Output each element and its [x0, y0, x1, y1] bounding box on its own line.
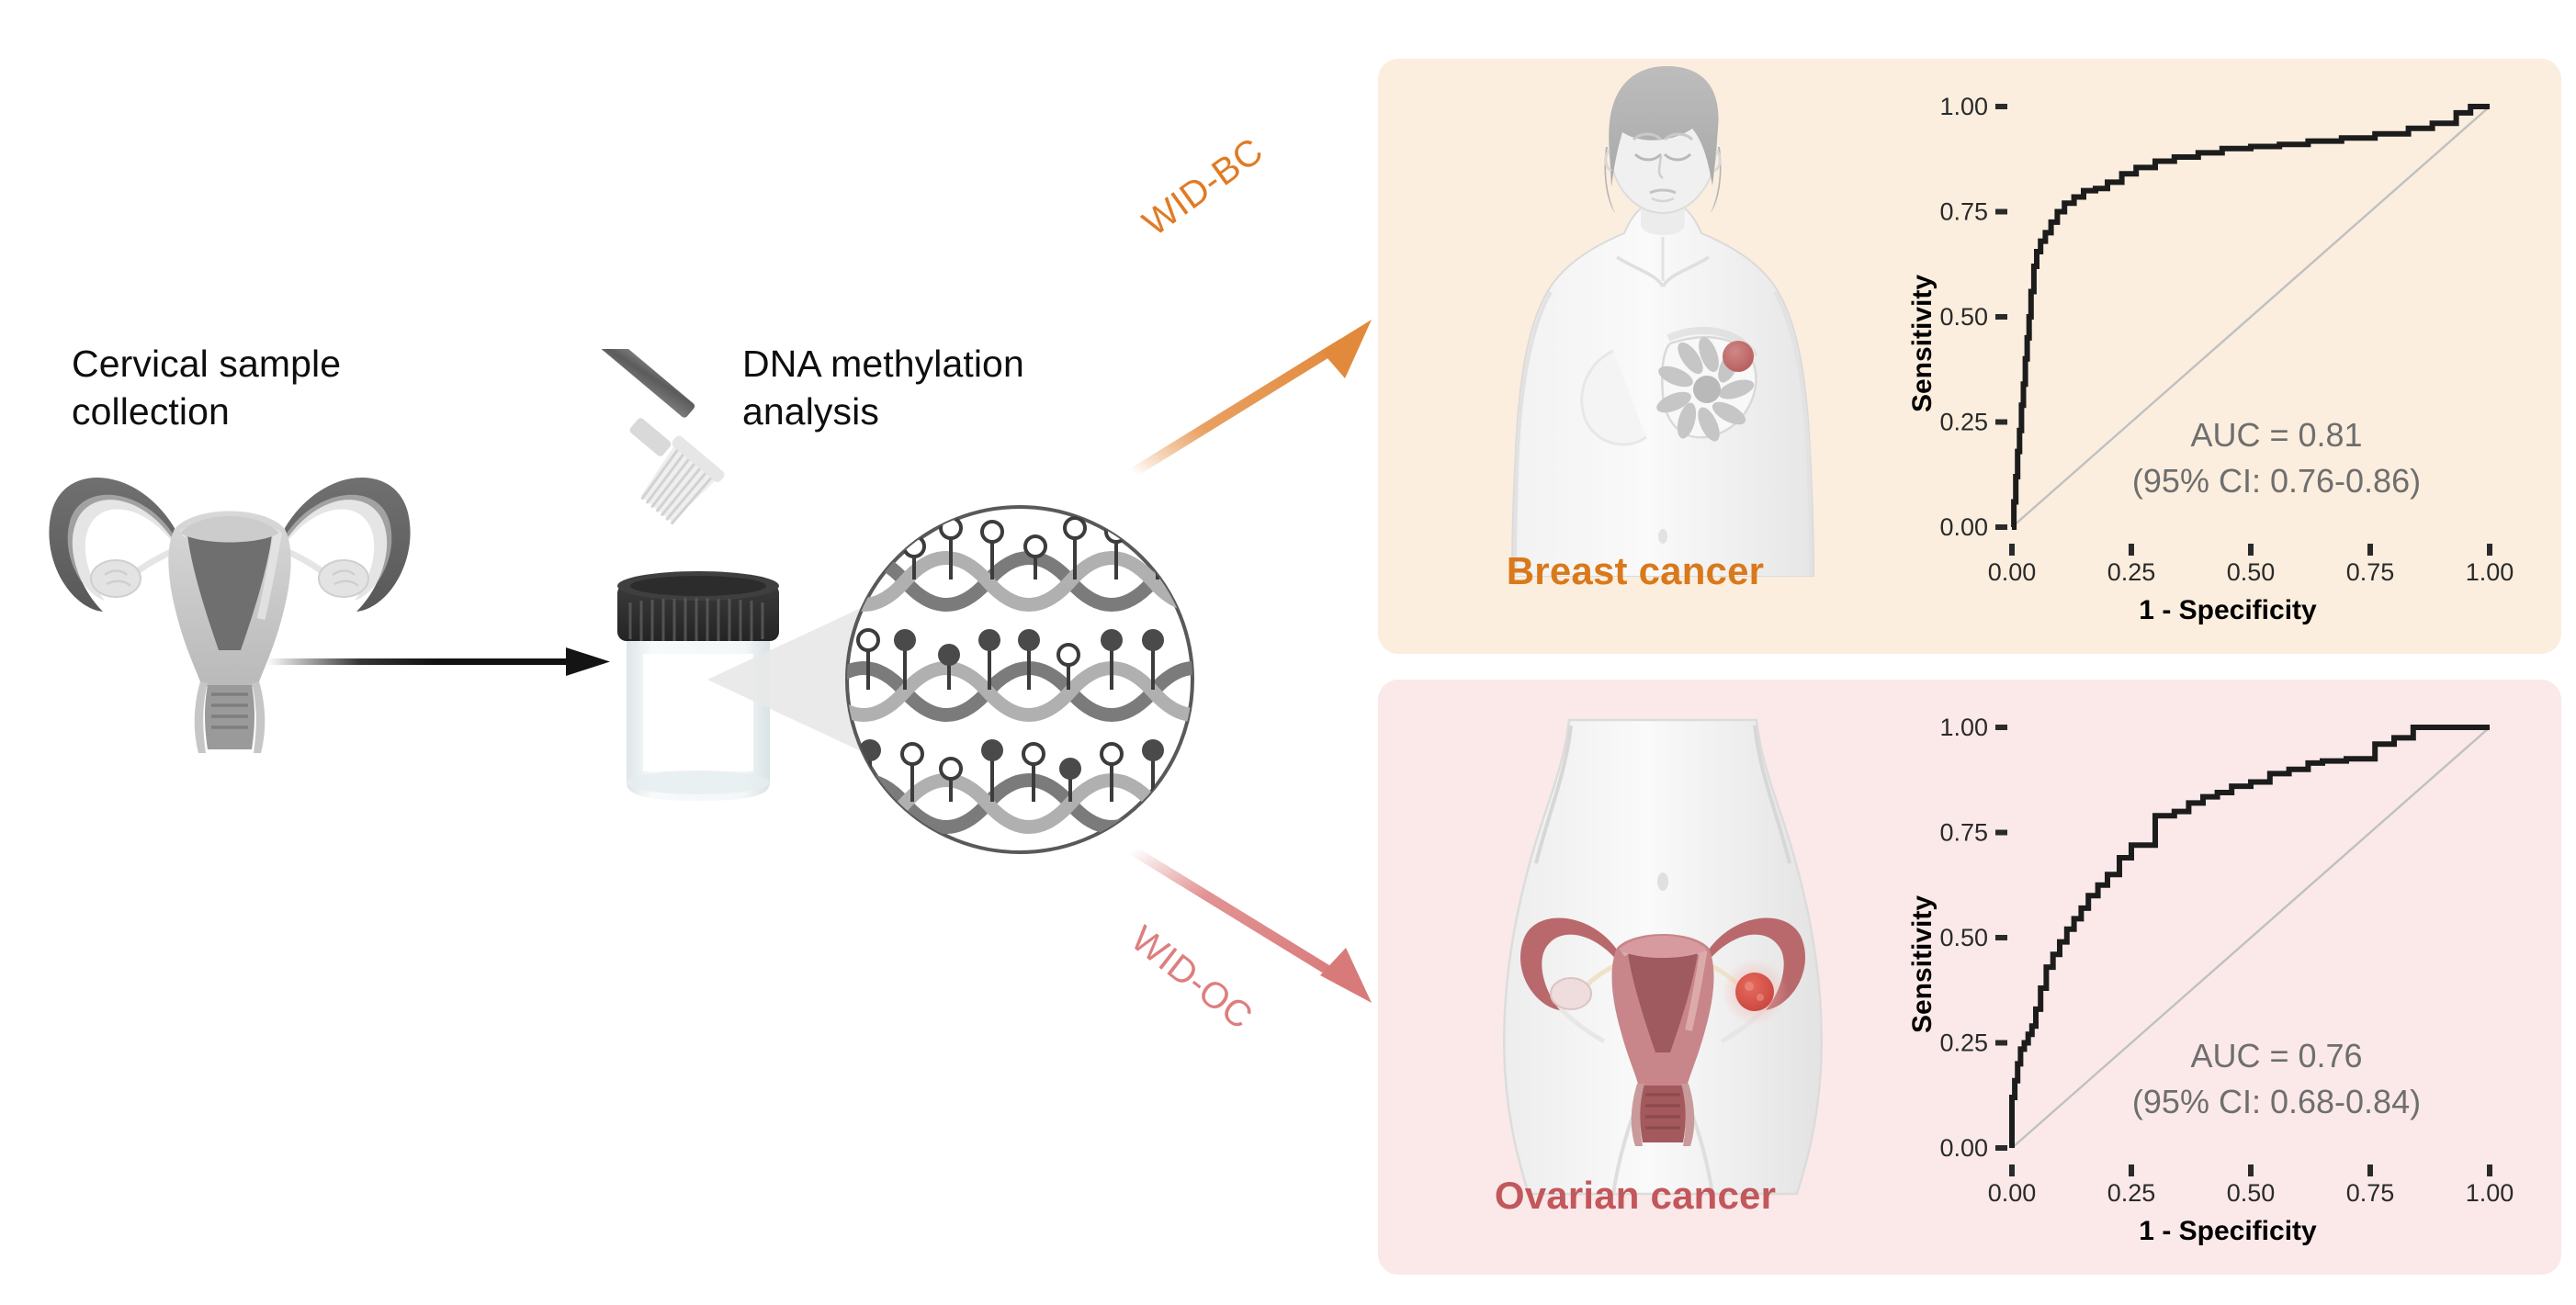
- dna-methylation-icon: [841, 501, 1199, 859]
- wid-bc-label: WID-BC: [1135, 130, 1271, 244]
- roc-xtick-mark: [2009, 544, 2015, 556]
- roc-curve-line: [2011, 104, 2490, 530]
- uterus-icon: [37, 441, 423, 753]
- roc-ci-annotation-oc: (95% CI: 0.68-0.84): [2132, 1083, 2421, 1120]
- roc-ytick-mark: [1995, 935, 2007, 940]
- step-label-dna-methylation-analysis: DNA methylation analysis: [742, 343, 1024, 433]
- roc-ytick-mark: [1995, 419, 2007, 425]
- roc-xtick-mark: [2129, 544, 2134, 556]
- roc-ytick-bc-3: 0.75: [1939, 198, 1988, 226]
- roc-auc-annotation-bc: AUC = 0.81: [2190, 416, 2362, 454]
- wid-bc-arrow-icon: [1125, 303, 1401, 478]
- roc-ytick-mark: [1995, 208, 2007, 215]
- roc-xtick-mark: [2009, 1164, 2015, 1176]
- roc-xtick-mark: [2129, 1164, 2134, 1176]
- roc-xtick-mark: [2367, 1164, 2373, 1176]
- roc-auc-annotation-oc: AUC = 0.76: [2190, 1037, 2362, 1074]
- roc-ylabel-bc: Sensitivity: [1907, 275, 1938, 412]
- roc-ytick-mark: [1995, 314, 2007, 320]
- roc-ytick-bc-0: 0.00: [1939, 513, 1988, 541]
- female-torso-breast-tumor-illustration: [1433, 62, 1892, 578]
- roc-ytick-oc-2: 0.50: [1939, 924, 1988, 951]
- roc-ytick-mark: [1995, 1145, 2007, 1151]
- roc-xtick-mark: [2487, 1164, 2492, 1176]
- arrow-right-icon: [266, 643, 625, 680]
- roc-xtick-bc-2: 0.50: [2227, 558, 2276, 586]
- roc-xtick-oc-3: 0.75: [2346, 1179, 2395, 1207]
- roc-chart-ovarian-cancer: 0.00 0.25 0.50 0.75 1.00 0.00 0.25 0.50 0.75 1.0…: [1892, 689, 2536, 1258]
- roc-ytick-mark: [1995, 524, 2007, 530]
- panel-ovarian-cancer: Ovarian cancer 0.00 0.25 0.50 0.75 1.00 0.00…: [1378, 680, 2561, 1275]
- roc-xtick-bc-3: 0.75: [2346, 558, 2395, 586]
- roc-ytick-mark: [1995, 829, 2007, 836]
- workflow-diagram: Cervical sample collection DNA methylati…: [37, 130, 1372, 1038]
- wid-oc-arrow-icon: [1125, 845, 1401, 1019]
- roc-xtick-mark: [2248, 544, 2254, 556]
- panel-title-breast-cancer: Breast cancer: [1506, 549, 1765, 592]
- roc-xtick-oc-0: 0.00: [1988, 1179, 2037, 1207]
- roc-xtick-bc-1: 0.25: [2107, 558, 2156, 586]
- roc-ytick-bc-1: 0.25: [1939, 409, 1988, 436]
- roc-xtick-mark: [2487, 544, 2492, 556]
- roc-chart-breast-cancer: 0.00 0.25 0.50 0.75 1.00 0.00 0.25 0.50 0.75 1.0…: [1892, 68, 2536, 637]
- roc-xtick-bc-0: 0.00: [1988, 558, 2037, 586]
- step-label-cervical-sample-collection: Cervical sample collection: [72, 343, 342, 433]
- female-pelvis-ovarian-tumor-illustration: [1433, 683, 1892, 1198]
- roc-ytick-mark: [1995, 725, 2007, 730]
- roc-ytick-mark: [1995, 104, 2007, 109]
- roc-xtick-oc-4: 1.00: [2466, 1179, 2514, 1207]
- roc-xlabel-oc: 1 - Specificity: [2139, 1216, 2317, 1246]
- roc-ytick-oc-3: 0.75: [1939, 819, 1988, 847]
- roc-xtick-oc-2: 0.50: [2227, 1179, 2276, 1207]
- roc-ylabel-oc: Sensitivity: [1907, 895, 1938, 1033]
- roc-ytick-oc-0: 0.00: [1939, 1134, 1988, 1162]
- cervical-swab-icon: [579, 318, 845, 551]
- roc-ytick-oc-1: 0.25: [1939, 1029, 1988, 1057]
- tumor-marker: [1723, 341, 1754, 372]
- roc-xlabel-bc: 1 - Specificity: [2139, 595, 2317, 625]
- roc-chance-line: [2011, 726, 2491, 1149]
- roc-chance-line: [2011, 106, 2491, 528]
- roc-xtick-mark: [2248, 1164, 2254, 1176]
- roc-ytick-bc-4: 1.00: [1939, 93, 1988, 120]
- roc-ci-annotation-bc: (95% CI: 0.76-0.86): [2132, 462, 2421, 500]
- roc-curve-line: [2009, 725, 2490, 1148]
- roc-ytick-mark: [1995, 1040, 2007, 1046]
- roc-xtick-oc-1: 0.25: [2107, 1179, 2156, 1207]
- roc-ytick-oc-4: 1.00: [1939, 714, 1988, 741]
- roc-xtick-bc-4: 1.00: [2466, 558, 2514, 586]
- panel-title-ovarian-cancer: Ovarian cancer: [1494, 1174, 1777, 1217]
- roc-ytick-bc-2: 0.50: [1939, 303, 1988, 331]
- roc-xtick-mark: [2367, 544, 2373, 556]
